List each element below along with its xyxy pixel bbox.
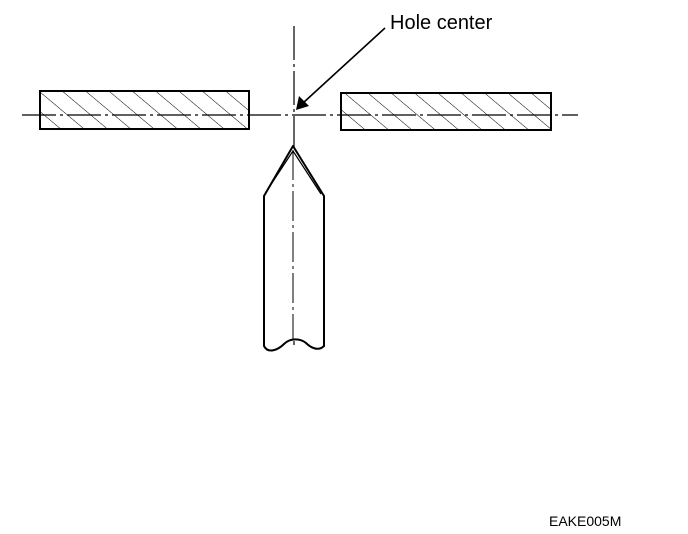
- center-punch-tool: [263, 145, 325, 352]
- callout-leader-arrow: [296, 27, 386, 110]
- figure-code-label: EAKE005M: [549, 513, 621, 529]
- hole-center-label: Hole center: [390, 12, 493, 34]
- right-workpiece-section: [340, 92, 552, 131]
- left-workpiece-section: [39, 90, 250, 130]
